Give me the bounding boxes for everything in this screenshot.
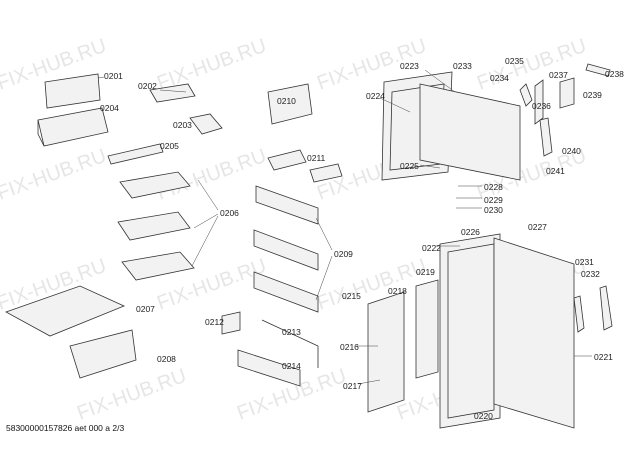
part-label: 0215 bbox=[342, 291, 361, 301]
part-label: 0206 bbox=[220, 208, 239, 218]
part-label: 0218 bbox=[388, 286, 407, 296]
part-label: 0209 bbox=[334, 249, 353, 259]
part-label: 0213 bbox=[282, 327, 301, 337]
part-labels: 0201 0202 0203 0204 0205 0206 0207 0208 … bbox=[100, 56, 624, 421]
part-label: 0201 bbox=[104, 71, 123, 81]
part-label: 0202 bbox=[138, 81, 157, 91]
part-label: 0239 bbox=[583, 90, 602, 100]
part-drawings bbox=[5, 63, 613, 429]
part-label: 0214 bbox=[282, 361, 301, 371]
part-label: 0226 bbox=[461, 227, 480, 237]
part-label: 0208 bbox=[157, 354, 176, 364]
part-label: 0205 bbox=[160, 141, 179, 151]
document-footer-code: 58300000157826 aet 000 a 2/3 bbox=[6, 423, 125, 433]
part-label: 0217 bbox=[343, 381, 362, 391]
part-label: 0223 bbox=[400, 61, 419, 71]
part-label: 0211 bbox=[307, 153, 326, 163]
watermark: FIX-HUB.RU bbox=[0, 145, 109, 205]
part-label: 0234 bbox=[490, 73, 509, 83]
part-label: 0222 bbox=[422, 243, 441, 253]
part-label: 0203 bbox=[173, 120, 192, 130]
part-label: 0219 bbox=[416, 267, 435, 277]
part-label: 0227 bbox=[528, 222, 547, 232]
part-label: 0207 bbox=[136, 304, 155, 314]
part-label: 0231 bbox=[575, 257, 594, 267]
part-label: 0229 bbox=[484, 195, 503, 205]
part-label: 0221 bbox=[594, 352, 613, 362]
part-label: 0235 bbox=[505, 56, 524, 66]
part-label: 0224 bbox=[366, 91, 385, 101]
part-label: 0204 bbox=[100, 103, 119, 113]
part-label: 0233 bbox=[453, 61, 472, 71]
part-label: 0225 bbox=[400, 161, 419, 171]
part-label: 0210 bbox=[277, 96, 296, 106]
part-label: 0228 bbox=[484, 182, 503, 192]
part-label: 0212 bbox=[205, 317, 224, 327]
part-label: 0232 bbox=[581, 269, 600, 279]
part-label: 0220 bbox=[474, 411, 493, 421]
part-label: 0230 bbox=[484, 205, 503, 215]
leader-lines bbox=[97, 69, 592, 385]
part-label: 0237 bbox=[549, 70, 568, 80]
part-label: 0241 bbox=[546, 166, 565, 176]
watermark: FIX-HUB.RU bbox=[154, 35, 269, 95]
part-label: 0240 bbox=[562, 146, 581, 156]
part-label: 0238 bbox=[605, 69, 624, 79]
part-label: 0216 bbox=[340, 342, 359, 352]
part-label: 0236 bbox=[532, 101, 551, 111]
